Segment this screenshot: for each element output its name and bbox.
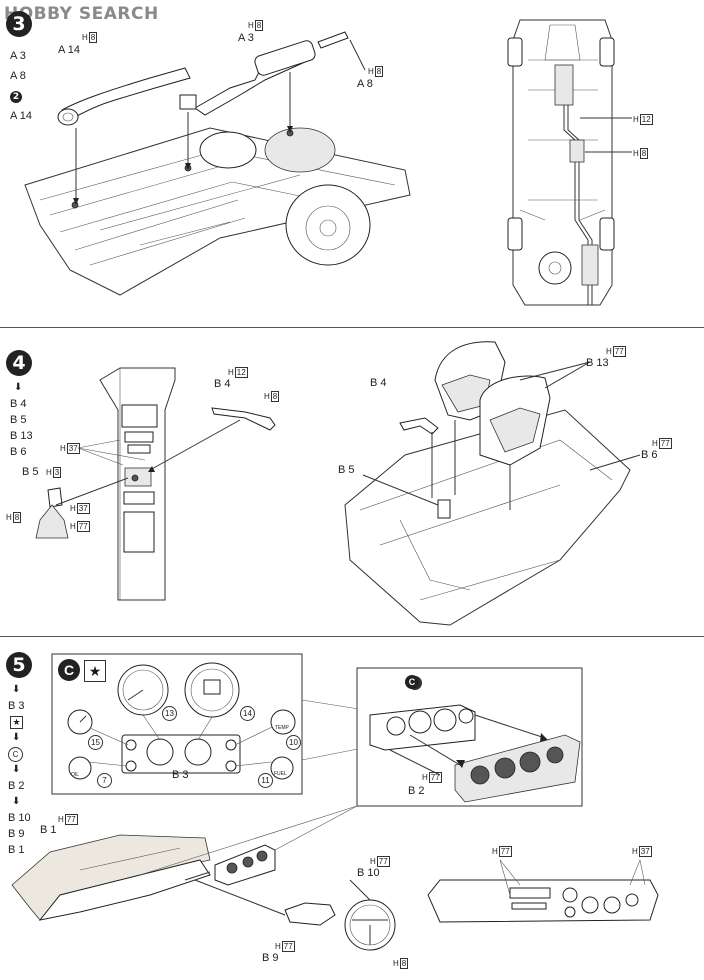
part-label-b2: B 2 — [408, 785, 425, 797]
step3-underbody — [507, 19, 632, 306]
part-label-a14: A 14 — [58, 44, 81, 56]
brand-text: HOBBY SEARCH — [4, 4, 159, 24]
gauge-text-fuel: FUEL — [274, 771, 287, 777]
part-label-b4: B 4 — [370, 377, 387, 389]
step-3-badge: 3 — [6, 11, 32, 37]
seq-item: B 13 — [10, 430, 33, 442]
gauge-number: 15 — [88, 735, 103, 750]
step-5-badge: 5 — [6, 652, 32, 678]
section-divider — [0, 327, 704, 328]
gauge-number: 10 — [286, 735, 301, 750]
part-label-b6: B 6 — [641, 449, 658, 461]
step-4-badge: 4 — [6, 350, 32, 376]
star-decal-icon: ★ — [8, 714, 31, 730]
step-3-sequence: A 3 A 8 2 A 14 — [10, 48, 32, 124]
arrow-down-icon: ⬇ — [12, 732, 21, 743]
step3-exhaust — [57, 31, 366, 205]
gauge-text-temp: TEMP — [275, 725, 289, 731]
gauge-number: 13 — [162, 706, 177, 721]
seq-item: B 5 — [10, 414, 27, 426]
step-5-sequence: ⬇ B 3 ★ ⬇ C ⬇ B 2 ⬇ B 10 B 9 B 1 — [8, 682, 31, 858]
decal-sheet-c-badge: C — [405, 675, 419, 689]
part-label-a8: A 8 — [357, 78, 373, 90]
gauge-text-oil: OIL — [71, 772, 80, 778]
site-watermark: HOBBY SEARCH — [4, 4, 159, 24]
seq-item: B 6 — [10, 446, 27, 458]
seq-item: 2 — [10, 88, 32, 104]
seq-item: B 9 — [8, 828, 25, 840]
seq-item: B 2 — [8, 780, 25, 792]
seq-item: C — [8, 746, 31, 762]
step5-panel-inset — [356, 667, 583, 807]
gauge-number: 11 — [258, 773, 273, 788]
step3-floorpan — [24, 127, 411, 296]
seq-item: B 4 — [10, 398, 27, 410]
step-4-sequence: ⬇ B 4 B 5 B 13 B 6 — [10, 380, 33, 460]
arrow-down-icon: ⬇ — [14, 382, 23, 393]
part-label-b3: B 3 — [172, 769, 189, 781]
step5-dash-rear — [427, 859, 659, 923]
arrow-down-icon: ⬇ — [12, 684, 21, 695]
seq-item: B 3 — [8, 700, 25, 712]
step5-dashboard — [11, 805, 396, 951]
part-label-b9: B 9 — [262, 952, 279, 964]
seq-item: A 14 — [10, 110, 33, 122]
step5-meter-inset — [51, 653, 303, 795]
part-label-b4: B 4 — [214, 378, 231, 390]
part-label-b13: B 13 — [586, 357, 609, 369]
part-label-b5: B 5 — [338, 464, 355, 476]
seq-item: A 3 — [10, 50, 26, 62]
star-decal-icon: ★ — [84, 660, 106, 682]
decal-sheet-c-badge: C — [58, 659, 80, 681]
seq-item: B 10 — [8, 812, 31, 824]
section-divider — [0, 636, 704, 637]
step4-console — [35, 367, 276, 601]
part-label-b10: B 10 — [357, 867, 380, 879]
part-label-b5: B 5 — [22, 466, 39, 478]
seq-item: B 1 — [8, 844, 25, 856]
part-label-a3: A 3 — [238, 32, 254, 44]
arrow-down-icon: ⬇ — [12, 764, 21, 775]
arrow-down-icon: ⬇ — [12, 796, 21, 807]
gauge-number: 7 — [97, 773, 112, 788]
seq-item: A 8 — [10, 70, 26, 82]
part-label-b1: B 1 — [40, 824, 57, 836]
gauge-number: 14 — [240, 706, 255, 721]
step4-car-interior — [344, 341, 641, 626]
